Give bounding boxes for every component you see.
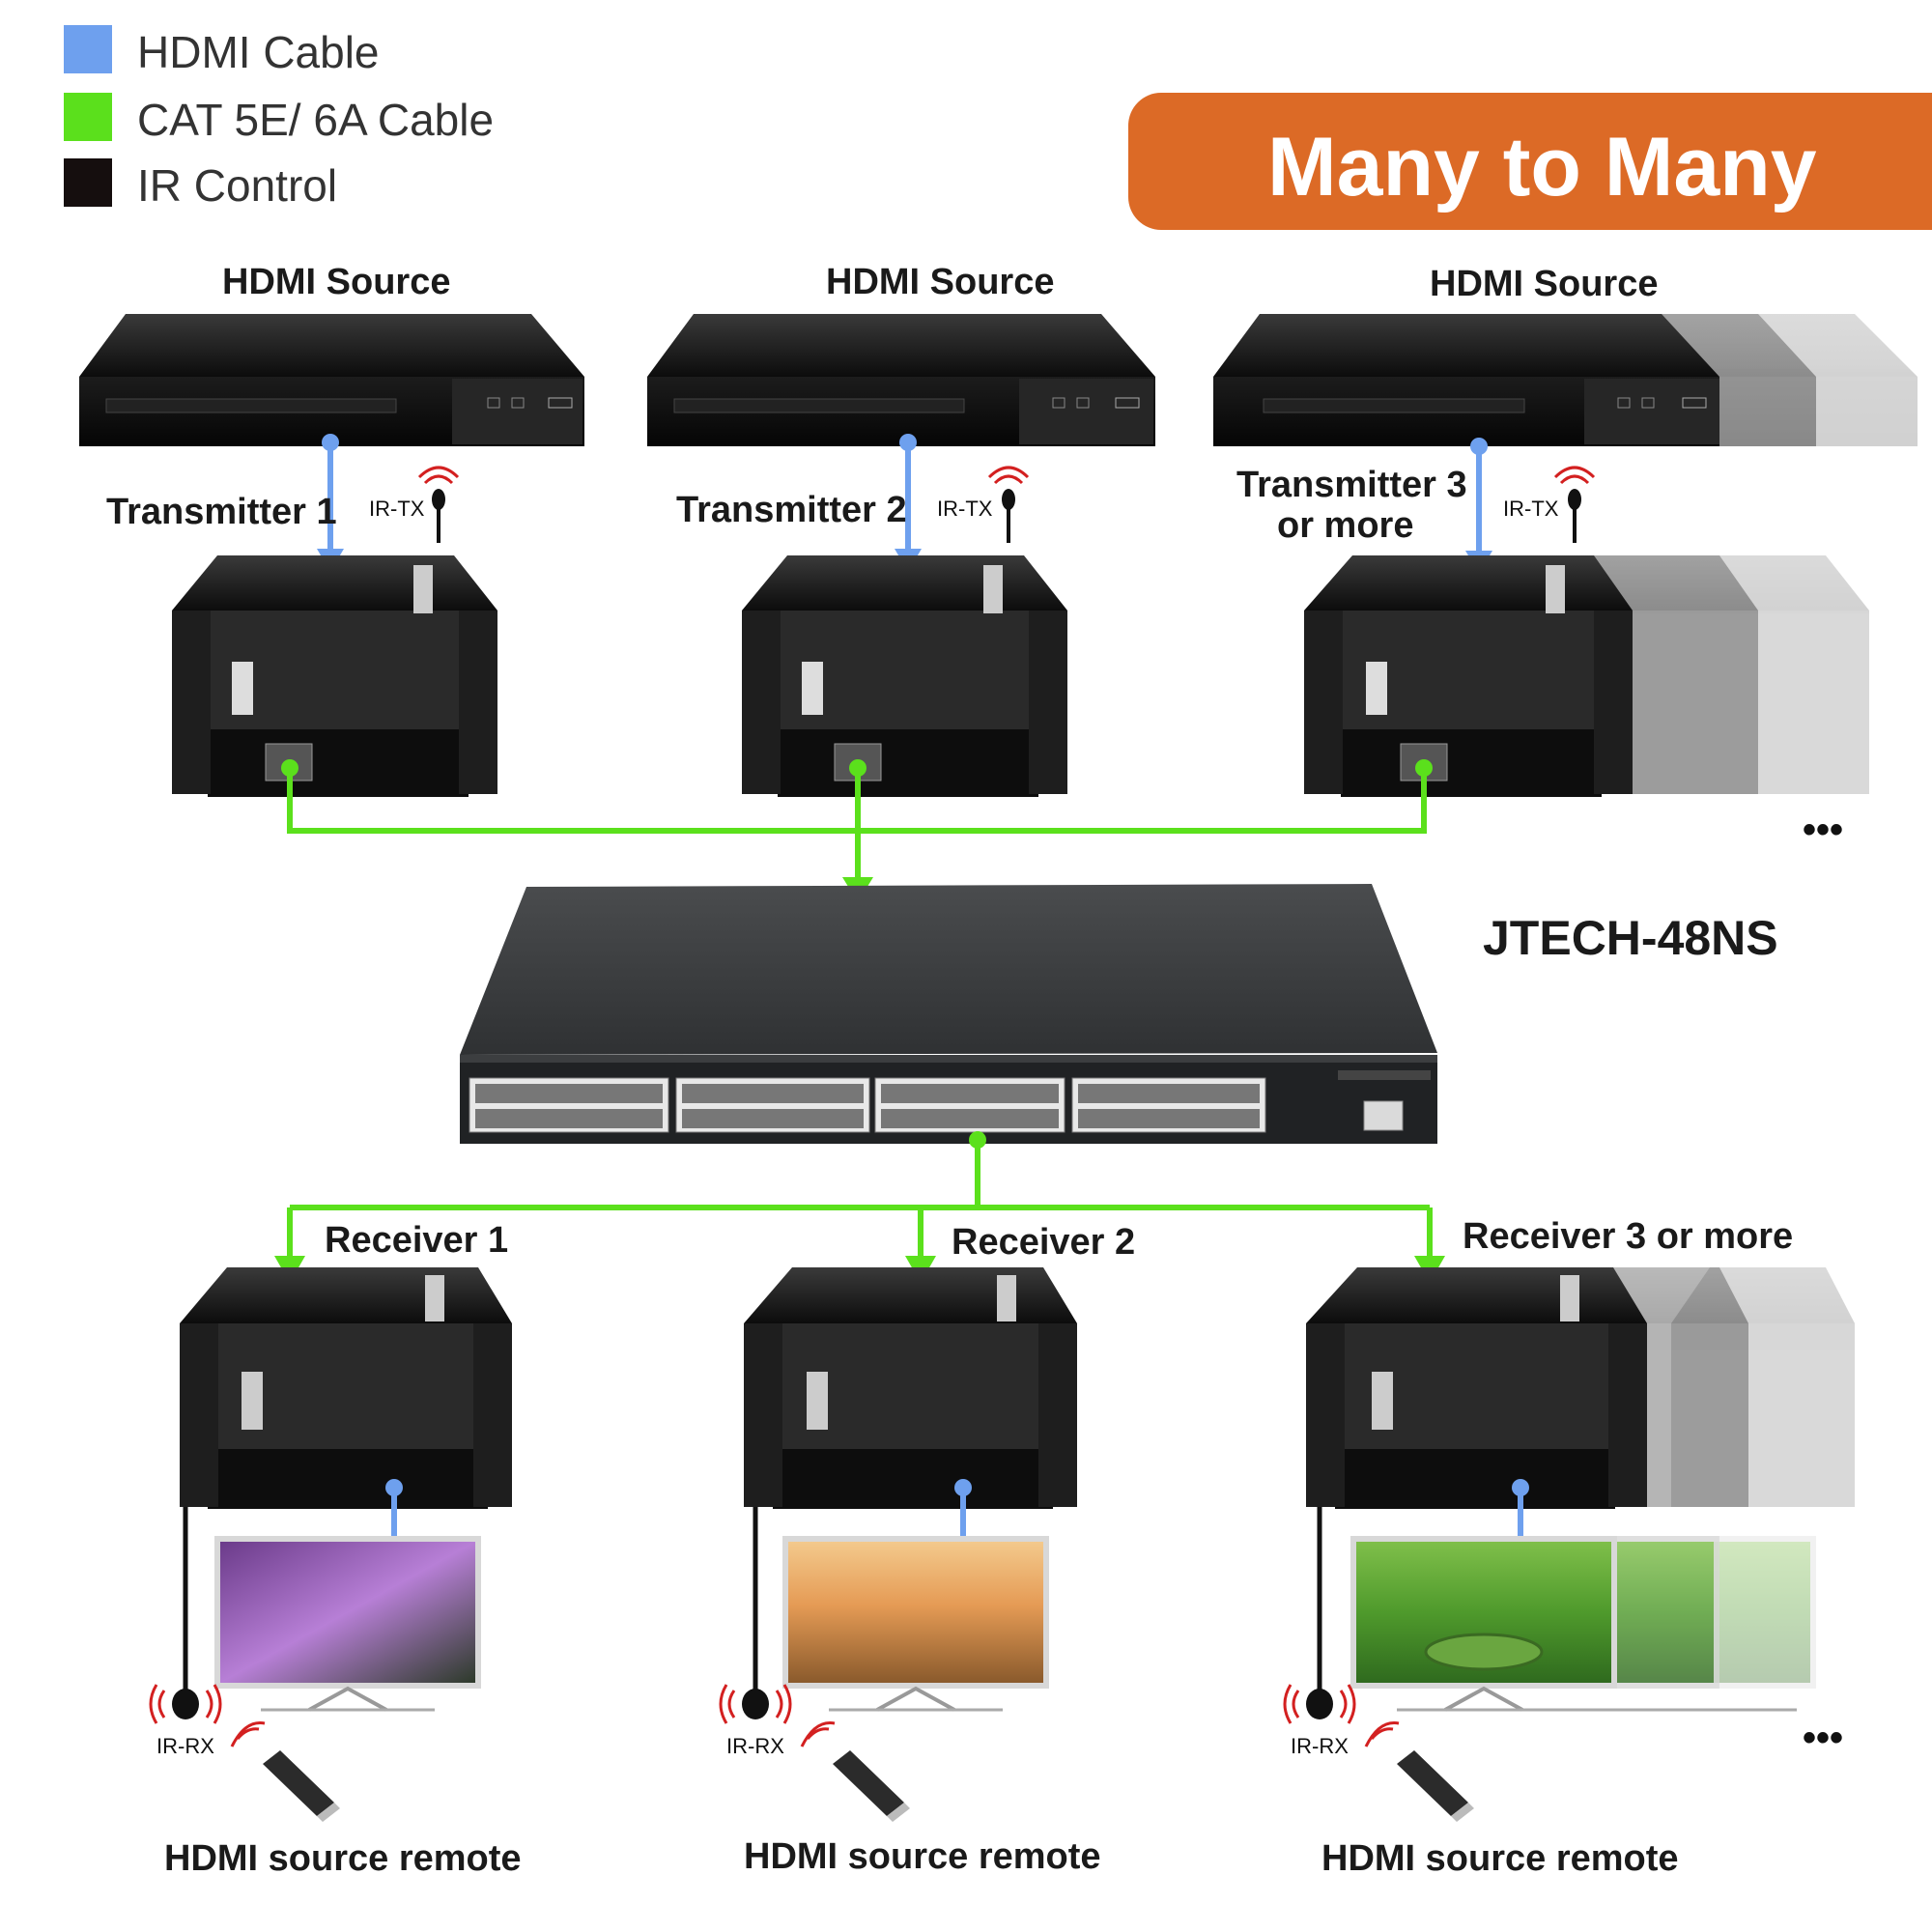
source-label-3: HDMI Source <box>1430 264 1658 304</box>
ir-tx-emitter-1: IR-TX <box>369 466 460 543</box>
ir-rx-receiver-1: IR-RX <box>149 1507 222 1758</box>
remote-control-3 <box>1364 1721 1474 1822</box>
hdmi-source-player-3 <box>1213 314 1918 446</box>
receiver-unit-3 <box>1306 1267 1855 1509</box>
transmitter-unit-3 <box>1304 555 1869 797</box>
legend-label-cat: CAT 5E/ 6A Cable <box>137 95 494 145</box>
legend: HDMI Cable CAT 5E/ 6A Cable IR Control <box>64 25 494 211</box>
hdmi-source-player-1 <box>79 314 584 446</box>
transmitter-label-2: Transmitter 2 <box>676 490 907 530</box>
ir-tx-emitter-2: IR-TX <box>937 466 1030 543</box>
ir-rx-receiver-2: IR-RX <box>719 1507 792 1758</box>
transmitter-unit-1 <box>172 555 497 797</box>
receiver-label-1: Receiver 1 <box>325 1220 508 1261</box>
legend-swatch-ir <box>64 158 112 207</box>
receiver-unit-2 <box>744 1267 1077 1509</box>
display-tv-3 <box>1350 1536 1816 1712</box>
remote-control-1 <box>230 1721 340 1822</box>
ir-tx-emitter-3: IR-TX <box>1503 466 1596 543</box>
ir-rx-label-1: IR-RX <box>156 1734 214 1758</box>
receiver-label-3: Receiver 3 or more <box>1463 1216 1793 1257</box>
source-label-2: HDMI Source <box>826 262 1054 302</box>
remote-label-2: HDMI source remote <box>744 1836 1101 1877</box>
source-label-1: HDMI Source <box>222 262 450 302</box>
receiver-unit-1 <box>180 1267 512 1509</box>
legend-label-hdmi: HDMI Cable <box>137 27 380 77</box>
cat-cables-bottom <box>274 1131 1445 1283</box>
more-transmitters-ellipsis: ••• <box>1803 809 1843 851</box>
network-switch <box>460 884 1437 1144</box>
transmitter-label-1: Transmitter 1 <box>106 492 337 532</box>
ir-tx-label-2: IR-TX <box>937 497 993 521</box>
legend-swatch-cat <box>64 93 112 141</box>
remote-label-1: HDMI source remote <box>164 1838 522 1879</box>
legend-label-ir: IR Control <box>137 160 337 211</box>
receiver-label-2: Receiver 2 <box>952 1222 1135 1263</box>
hdmi-source-player-2 <box>647 314 1155 446</box>
banner-title: Many to Many <box>1267 121 1817 213</box>
remote-label-3: HDMI source remote <box>1321 1838 1679 1879</box>
remote-control-2 <box>800 1721 910 1822</box>
ir-rx-label-3: IR-RX <box>1291 1734 1349 1758</box>
ir-tx-label-3: IR-TX <box>1503 497 1559 521</box>
ir-rx-receiver-3: IR-RX <box>1283 1507 1356 1758</box>
more-receivers-ellipsis: ••• <box>1803 1717 1843 1759</box>
ir-rx-label-2: IR-RX <box>726 1734 784 1758</box>
hdmi-cables-top <box>317 434 1492 574</box>
transmitter-label-3-line1: Transmitter 3 <box>1236 465 1467 505</box>
transmitter-label-3-line2: or more <box>1277 505 1413 546</box>
ir-tx-label-1: IR-TX <box>369 497 425 521</box>
legend-swatch-hdmi <box>64 25 112 73</box>
transmitter-unit-2 <box>742 555 1067 797</box>
display-tv-2 <box>782 1536 1049 1712</box>
display-tv-1 <box>214 1536 481 1712</box>
title-banner: Many to Many <box>1128 93 1932 230</box>
switch-model-label: JTECH-48NS <box>1483 911 1778 965</box>
